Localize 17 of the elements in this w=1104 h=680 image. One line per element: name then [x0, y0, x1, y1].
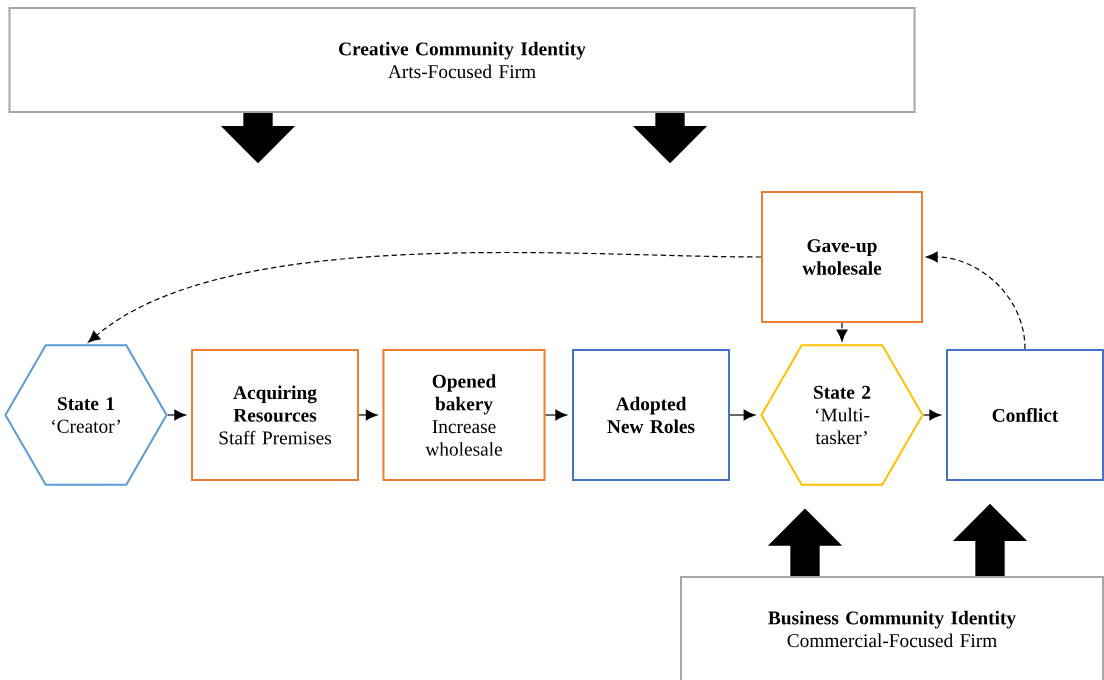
dashed-arrow — [836, 322, 848, 342]
identity-box: Business Community Identity Commercial-Focused Firm — [680, 576, 1104, 680]
arrow — [729, 409, 756, 421]
process-box: Conflict — [946, 349, 1104, 481]
identity-box: Creative Community Identity Arts-Focused Firm — [8, 7, 916, 113]
arrow — [358, 409, 378, 421]
arrow — [923, 409, 942, 421]
process-box: Gave-up wholesale — [761, 191, 923, 323]
state-hexagon: State 2 ‘Multi-tasker’ — [760, 344, 924, 486]
process-box: Adopted New Roles — [572, 349, 730, 481]
arrow — [167, 409, 187, 421]
state-hexagon: State 1 ‘Creator’ — [4, 344, 168, 486]
dashed-arrow — [88, 252, 762, 343]
dashed-arrow — [925, 251, 1026, 350]
process-box: Acquiring Resources Staff Premises — [191, 349, 359, 481]
arrow — [544, 409, 568, 421]
process-box: Opened bakery Increase wholesale — [382, 349, 546, 481]
